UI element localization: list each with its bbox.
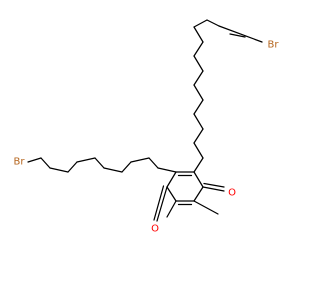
carbonyl-double-bond [203,182,225,188]
bromine-atom-label-left: Br [14,157,26,168]
carbonyl-double-bond [153,185,165,221]
oxygen-atom-label-top: O [228,188,236,199]
alkyl-chain-bond [148,157,159,169]
alkyl-chain-bond [94,157,105,169]
alkyl-chain-bond [76,157,96,163]
alkyl-chain-bond [193,41,204,57]
alkyl-chain-bond [193,157,204,173]
alkyl-chain-bond [193,19,208,28]
alkyl-chain-bond [193,99,204,115]
ring-bond [166,186,177,202]
ring-bond [193,186,204,202]
carbonyl-bond [202,186,225,192]
oxygen-atom-label-bottom: O [151,224,159,235]
alkyl-chain-bond [103,167,123,173]
carbon-bromine-bond [218,25,263,43]
alkyl-chain-bond [40,157,51,169]
ring-bond [193,171,204,188]
alkyl-chain-bond [121,161,132,173]
alkyl-chain-bond [229,33,246,38]
alkyl-chain-bond [193,55,204,72]
alkyl-chain-bond [206,19,220,27]
alkyl-chain-bond [193,84,204,101]
carbon-bromine-bond [27,157,42,163]
chemical-structure-diagram: Br Br O O [14,19,280,235]
alkyl-chain-bond [193,113,204,130]
methyl-bond [166,200,177,218]
alkyl-chain-bond [193,128,204,144]
ring-bond [166,171,177,188]
carbonyl-bond [156,186,168,222]
alkyl-chain-bond [193,142,204,159]
alkyl-chain-bond [157,167,177,173]
alkyl-chain-bond [193,70,204,86]
methyl-bond [193,200,219,215]
alkyl-chain-bond [67,161,78,173]
alkyl-chain-bond [193,26,204,43]
bromine-atom-label-top: Br [268,40,280,51]
alkyl-chain-bond [130,157,150,163]
atom-labels: Br Br O O [14,40,280,235]
alkyl-chain-bond [49,167,69,173]
bond-lines [27,19,263,222]
